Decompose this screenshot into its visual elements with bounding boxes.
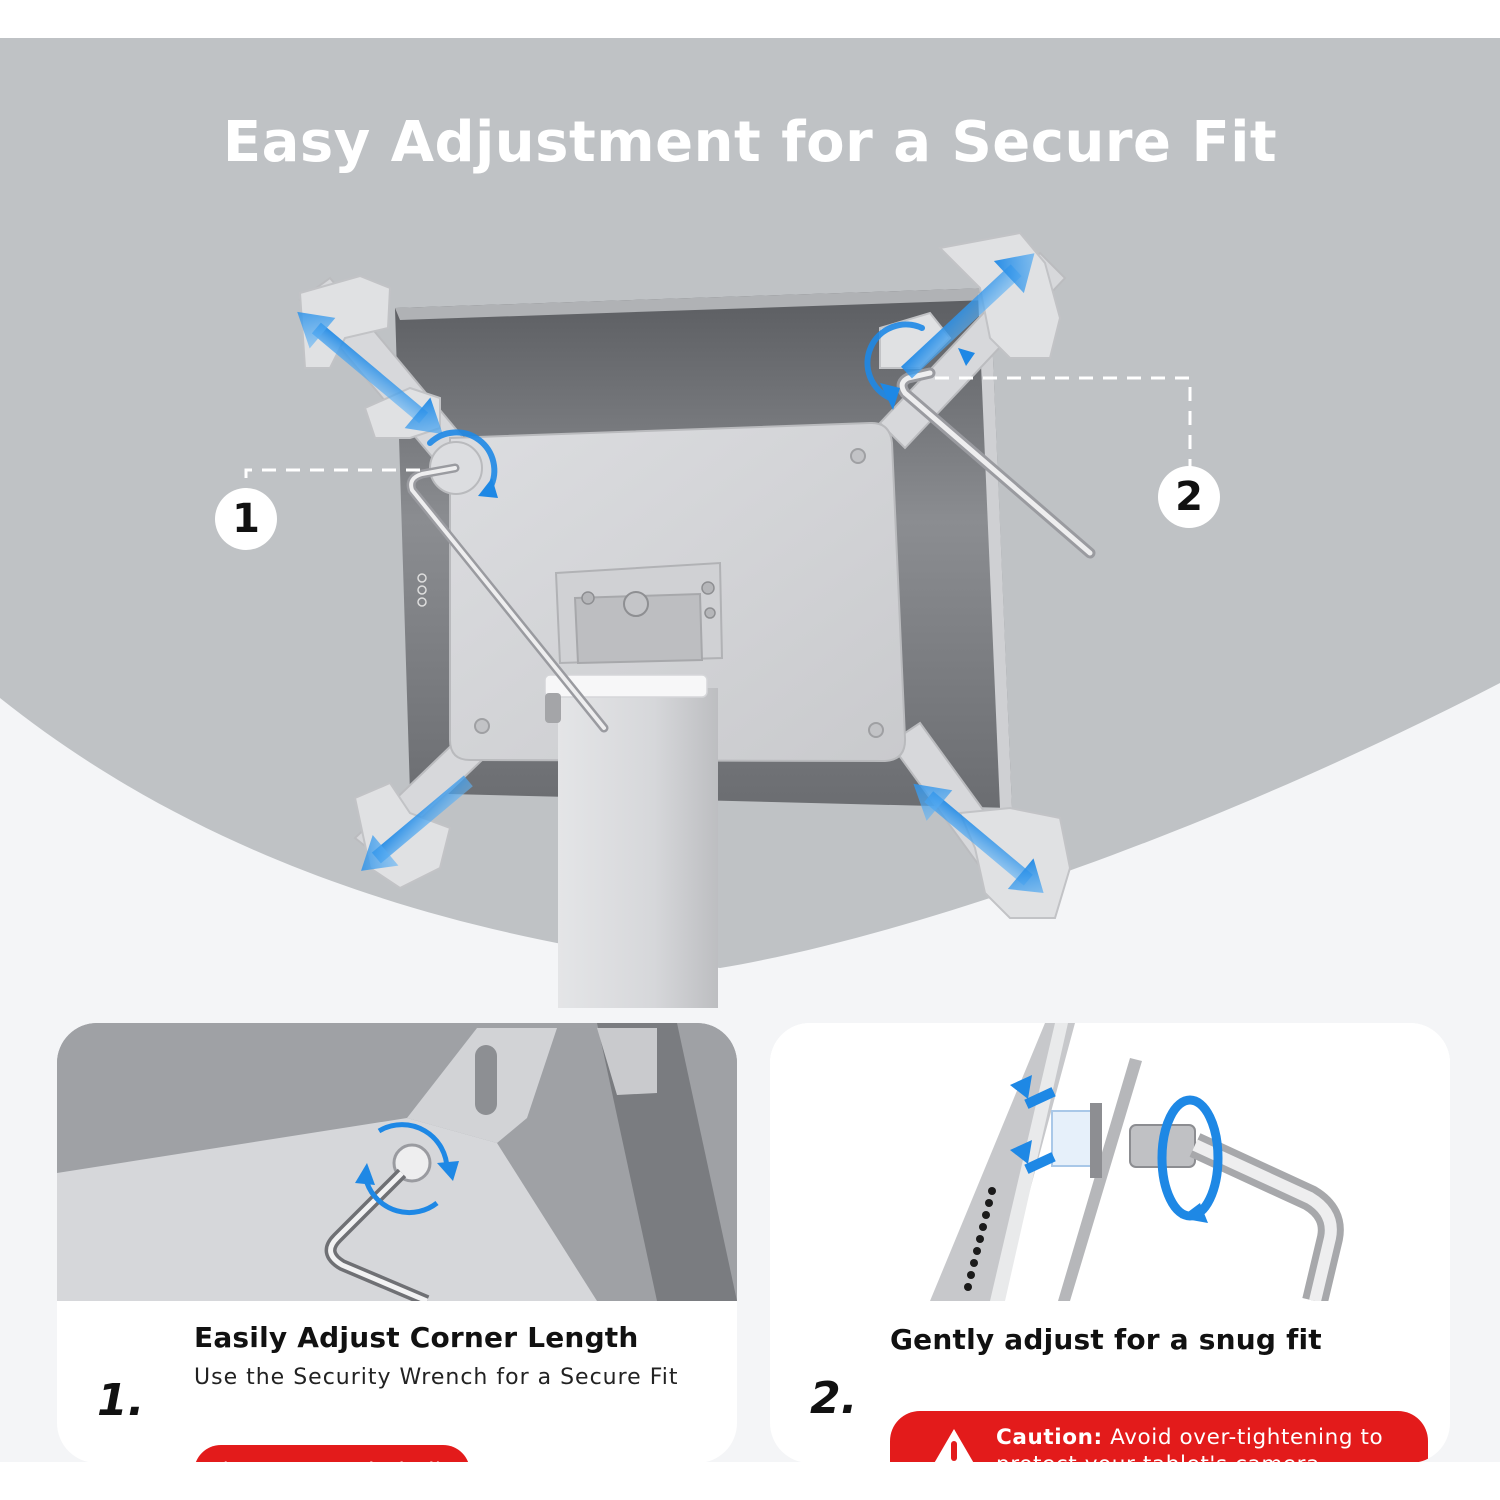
corner-adjust-closeup — [57, 1023, 737, 1301]
step-1-subtext: Use the Security Wrench for a Secure Fit — [194, 1365, 679, 1390]
caution-label: Caution: — [996, 1425, 1103, 1450]
caution-message: Caution: Avoid over-tightening to protec… — [996, 1424, 1383, 1462]
snug-fit-closeup — [770, 1023, 1450, 1301]
caution-banner: Caution: Avoid over-tightening to protec… — [890, 1411, 1428, 1462]
step-2-card: 2. Gently adjust for a snug fit Caution:… — [770, 1023, 1450, 1462]
stand-pole — [544, 561, 724, 1008]
step-2-number: 2. — [810, 1373, 858, 1424]
callout-badge-1: 1 — [215, 488, 277, 550]
step-1-card: 1. Easily Adjust Corner Length Use the S… — [57, 1023, 737, 1462]
rotate-arrow-icons — [427, 321, 975, 498]
warning-triangle-icon — [934, 1429, 974, 1462]
step-1-heading: Easily Adjust Corner Length — [194, 1321, 639, 1354]
no-keys-badge: (No Keys Included) — [194, 1445, 470, 1462]
caution-text-line-2: protect your tablet's camera. — [996, 1451, 1383, 1462]
callout-badge-2: 2 — [1158, 466, 1220, 528]
hero-title: Easy Adjustment for a Secure Fit — [222, 110, 1278, 175]
step-1-number: 1. — [97, 1375, 145, 1426]
step-2-heading: Gently adjust for a snug fit — [890, 1323, 1322, 1356]
callout-lines — [244, 376, 1192, 526]
step-2-photo — [770, 1023, 1450, 1301]
step-1-photo — [57, 1023, 737, 1301]
infographic-stage: Easy Adjustment for a Secure Fit 1 2 — [0, 38, 1500, 1462]
double-arrow-icons — [297, 253, 1044, 893]
allen-wrenches — [406, 367, 1096, 733]
tablet-stand-illustration — [244, 231, 1192, 1008]
caution-text-line-1: Avoid over-tightening to — [1102, 1425, 1384, 1450]
